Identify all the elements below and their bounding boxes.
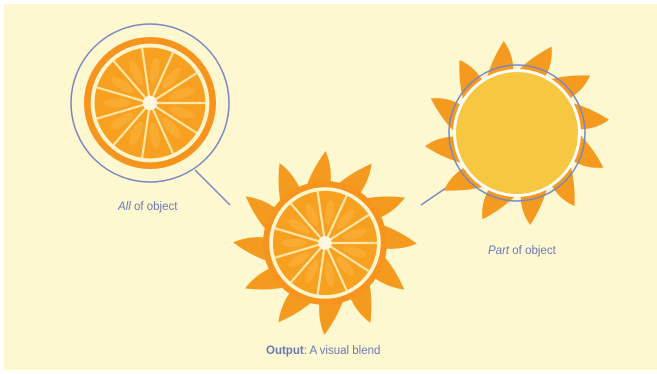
orange-core	[318, 236, 332, 250]
caption-part-of-object: Part of object	[488, 245, 556, 257]
caption-output: Output: A visual blend	[266, 345, 380, 357]
orange-segment-pulp	[282, 239, 307, 248]
caption-all-of-object: All of object	[118, 201, 177, 213]
orange-slice-icon	[84, 37, 216, 169]
orange-sun-blend-icon	[233, 151, 417, 335]
orange-segment-pulp	[104, 98, 130, 107]
orange-core	[143, 96, 158, 111]
sun-disc	[456, 72, 578, 194]
sun-icon	[425, 41, 609, 225]
connector-line-all	[195, 170, 230, 205]
